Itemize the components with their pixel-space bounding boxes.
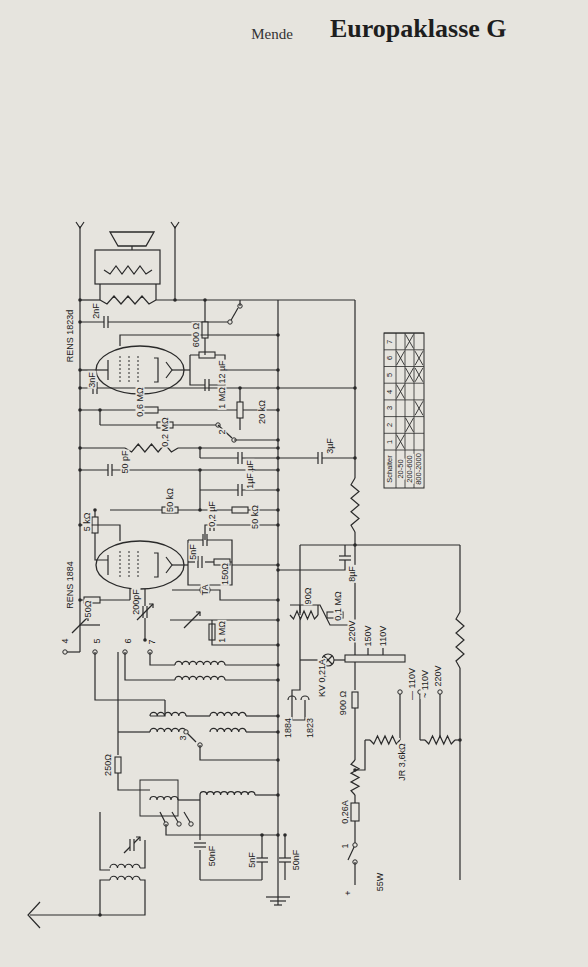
component-label: 1823 [306, 717, 315, 739]
component-label: TA [201, 584, 210, 597]
component-label: — 110V [408, 667, 417, 701]
component-label: 3 [179, 734, 188, 741]
component-label: 220V [348, 619, 357, 642]
table-cell: 6 [386, 355, 394, 361]
table-cell: Schalter [386, 454, 394, 484]
component-label: 6 [124, 637, 133, 644]
component-label: 5 kΩ [83, 512, 92, 533]
component-label: 150V [364, 624, 373, 647]
table-cell: 1 [386, 439, 394, 445]
component-label: 50 pF [121, 449, 130, 474]
component-label: 2nF [92, 302, 101, 320]
table-cell: 4 [386, 389, 394, 395]
component-label: ~ 110V [421, 669, 430, 699]
component-label: 5nF [248, 851, 257, 869]
component-label: 12 µF [218, 359, 227, 384]
component-label: 0,2 MΩ [161, 416, 170, 447]
component-label: 5 [93, 637, 102, 644]
component-label: 0,6 MΩ [136, 386, 145, 417]
table-cell: 2 [386, 422, 394, 428]
component-label: JR 3,6kΩ [398, 742, 407, 781]
component-label: 55W [376, 872, 385, 893]
component-label: 7 [148, 638, 157, 645]
component-label: 1µF [246, 472, 255, 490]
component-label: 1 MΩ [218, 386, 227, 410]
component-label: 50Ω [84, 600, 93, 619]
table-cell: 20-50 [397, 458, 405, 479]
component-label: 50 kΩ [251, 504, 260, 530]
table-cell: 7 [386, 339, 394, 345]
component-label: 5nF [189, 543, 198, 561]
component-label: 220V [434, 664, 443, 687]
component-label: 50 kΩ [166, 487, 175, 513]
component-label: 4 [61, 637, 70, 644]
component-label: 250Ω [104, 753, 113, 777]
component-label: + [344, 889, 353, 896]
component-label: 3nF [88, 371, 97, 389]
table-cell: 800-2000 [415, 452, 423, 486]
component-label: 90Ω [304, 587, 313, 606]
component-label: 1884 [284, 717, 293, 739]
component-label: 3µF [326, 437, 335, 455]
component-label: 0,1 MΩ [334, 590, 343, 621]
component-label: RENS 1884 [66, 560, 75, 610]
component-label: 8µF [348, 565, 357, 583]
component-label: 1 [341, 842, 350, 849]
component-label: 0,2 µF [208, 500, 217, 528]
component-label: 2 [218, 428, 227, 435]
component-label: KV 0,21A [318, 658, 327, 698]
component-label: 20 kΩ [258, 399, 267, 425]
component-label: 0,26A [341, 799, 350, 825]
table-cell: 5 [386, 372, 394, 378]
component-label: 900 Ω [339, 690, 348, 716]
component-label: 600 Ω [192, 322, 201, 348]
table-cell: 200-600 [406, 454, 414, 484]
component-label: 110V [379, 625, 388, 647]
component-label: 50nF [208, 845, 217, 868]
component-label: 1 MΩ [218, 620, 227, 644]
table-cell: 3 [386, 405, 394, 411]
component-label: 150Ω [221, 562, 230, 586]
component-label: RENS 1823d [66, 309, 75, 364]
page-title: Europaklasse G [330, 14, 507, 44]
component-label: Mende [250, 27, 294, 42]
component-label: 50nF [292, 849, 301, 872]
component-label: 200pF [132, 588, 141, 616]
